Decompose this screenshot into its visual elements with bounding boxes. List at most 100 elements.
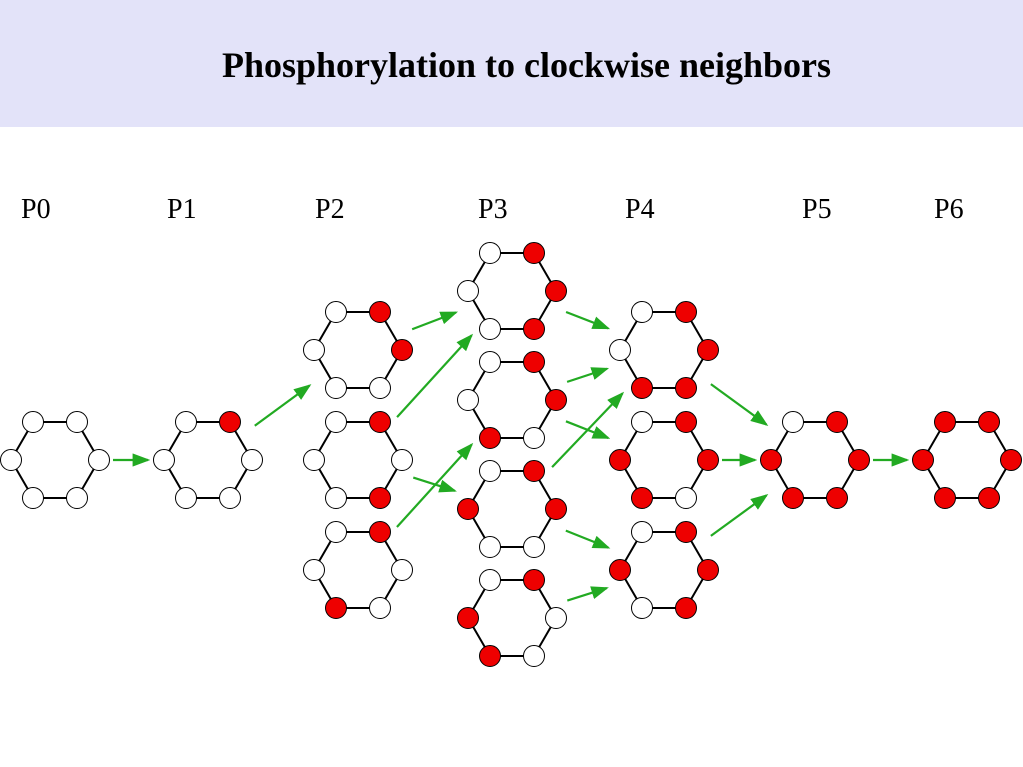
unphosphorylated-site-bottom-right [219,487,241,509]
phosphorylated-site-bottom-right [978,487,1000,509]
stage-label-p5: P5 [802,194,832,225]
ring-p4a [609,301,719,399]
unphosphorylated-site-right [88,449,110,471]
hexagon-edges [466,252,558,330]
unphosphorylated-site-top-left [782,411,804,433]
ring-p3b [457,351,567,449]
unphosphorylated-site-left [303,449,325,471]
unphosphorylated-site-bottom-right [523,536,545,558]
hexagon-edges [618,421,710,499]
phosphorylated-site-left [609,559,631,581]
stage-label-p1: P1 [167,194,197,225]
phosphorylated-site-right [697,559,719,581]
ring-p2a [303,301,413,399]
phosphorylated-site-left [912,449,934,471]
phosphorylated-site-left [609,449,631,471]
phosphorylated-site-bottom-right [675,597,697,619]
unphosphorylated-site-top-left [479,460,501,482]
phosphorylated-site-right [1000,449,1022,471]
stage-label-p2: P2 [315,194,345,225]
stage-label-p0: P0 [21,194,51,225]
phosphorylated-site-bottom-left [479,645,501,667]
unphosphorylated-site-bottom-right [523,645,545,667]
phosphorylated-site-bottom-left [479,427,501,449]
hexagon-edges [466,361,558,439]
phosphorylated-site-right [391,339,413,361]
phosphorylated-site-right [697,449,719,471]
unphosphorylated-site-left [303,339,325,361]
unphosphorylated-site-right [241,449,263,471]
hexagon-edges [618,311,710,389]
phosphorylated-site-top-right [523,460,545,482]
phosphorylated-site-top-right [523,351,545,373]
ring-p6 [912,411,1022,509]
hexagon-edges [312,531,404,609]
arrow-p2c-to-p3b [396,442,474,528]
unphosphorylated-site-bottom-left [631,597,653,619]
unphosphorylated-site-left [153,449,175,471]
arrow-p3d-to-p4c [566,586,609,602]
phosphorylated-site-left [457,607,479,629]
phosphorylated-site-top-right [523,242,545,264]
hexagon-rings [0,242,1022,667]
stage-label-p6: P6 [934,194,964,225]
arrow-p3b-to-p4a [566,367,610,383]
phosphorylated-site-top-right [369,521,391,543]
hexagon-edges [618,531,710,609]
phosphorylated-site-bottom-left [325,597,347,619]
unphosphorylated-site-bottom-right [523,427,545,449]
unphosphorylated-site-right [545,607,567,629]
phosphorylated-site-left [457,498,479,520]
phosphorylated-site-top-right [826,411,848,433]
phosphorylated-site-bottom-right [523,318,545,340]
unphosphorylated-site-top-left [631,411,653,433]
arrow-p2b-to-p3a [396,333,474,418]
phosphorylated-site-bottom-right [675,377,697,399]
ring-p3c [457,460,567,558]
ring-p2b [303,411,413,509]
arrow-p3a-to-p4a [565,310,611,330]
phosphorylated-site-bottom-right [826,487,848,509]
title-bar: Phosphorylation to clockwise neighbors [0,0,1023,127]
phosphorylated-site-right [545,280,567,302]
unphosphorylated-site-top-left [22,411,44,433]
unphosphorylated-site-left [457,280,479,302]
unphosphorylated-site-top-left [325,521,347,543]
hexagon-edges [921,421,1013,499]
phosphorylated-site-right [545,389,567,411]
unphosphorylated-site-top-left [631,521,653,543]
unphosphorylated-site-bottom-right [675,487,697,509]
ring-p4c [609,521,719,619]
phosphorylated-site-top-right [978,411,1000,433]
phosphorylated-site-top-right [523,569,545,591]
phosphorylated-site-top-right [675,301,697,323]
unphosphorylated-site-bottom-left [479,318,501,340]
unphosphorylated-site-bottom-left [175,487,197,509]
transition-arrows [113,310,910,602]
unphosphorylated-site-bottom-right [369,597,391,619]
unphosphorylated-site-right [391,559,413,581]
phosphorylated-site-top-right [369,411,391,433]
unphosphorylated-site-bottom-left [325,377,347,399]
arrow-p3c-to-p4a [551,391,625,468]
phosphorylated-site-bottom-left [631,377,653,399]
ring-p1 [153,411,263,509]
phosphorylated-site-bottom-left [782,487,804,509]
unphosphorylated-site-left [457,389,479,411]
unphosphorylated-site-bottom-right [369,377,391,399]
phosphorylated-site-right [848,449,870,471]
ring-p0 [0,411,110,509]
unphosphorylated-site-top-left [631,301,653,323]
slide-title: Phosphorylation to clockwise neighbors [221,45,832,85]
unphosphorylated-site-left [0,449,22,471]
arrow-p2b-to-p3c [412,476,457,493]
phosphorylated-site-bottom-left [631,487,653,509]
ring-p3a [457,242,567,340]
unphosphorylated-site-top-left [479,569,501,591]
unphosphorylated-site-bottom-left [479,536,501,558]
phosphorylated-site-top-right [219,411,241,433]
phosphorylated-site-left [760,449,782,471]
hexagon-edges [162,421,254,499]
unphosphorylated-site-bottom-right [66,487,88,509]
